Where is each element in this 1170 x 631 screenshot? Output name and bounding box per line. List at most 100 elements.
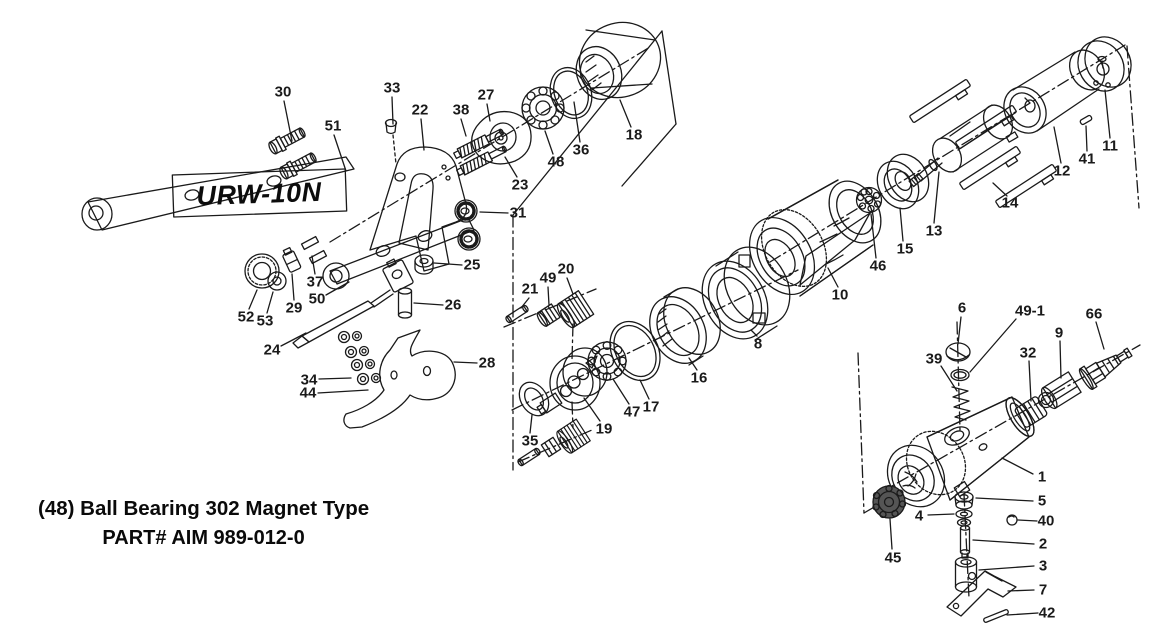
leader-line-51 <box>333 134 347 172</box>
part-label-9: 9 <box>1055 325 1063 342</box>
part-hex-bolts-30 <box>266 124 320 182</box>
leader-line-53 <box>266 291 274 314</box>
part-end-disc-11 <box>1077 36 1132 92</box>
leader-line-11 <box>1104 89 1111 139</box>
part-gear-20 <box>553 290 595 331</box>
part-label-45: 45 <box>885 550 902 567</box>
leader-line-26 <box>413 302 444 306</box>
part-knurled-wheel-52-53 <box>244 253 287 291</box>
part-label-11: 11 <box>1102 138 1118 155</box>
part-washer-35 <box>518 381 550 417</box>
leader-line-37 <box>311 255 316 275</box>
leader-line-50 <box>325 281 350 296</box>
part-cylinder-12 <box>1003 49 1106 143</box>
leader-line-40 <box>1017 519 1038 522</box>
leader-line-29 <box>291 273 295 301</box>
leader-line-36 <box>573 101 581 143</box>
part-o-ring-36 <box>549 66 593 120</box>
part-label-44: 44 <box>300 385 317 402</box>
leader-line-9 <box>1059 340 1062 379</box>
part-label-7: 7 <box>1039 582 1047 599</box>
leader-line-41 <box>1085 125 1088 152</box>
leader-line-52 <box>248 289 258 310</box>
leader-line-15 <box>899 207 904 242</box>
part-label-23: 23 <box>512 177 529 194</box>
part-label-37: 37 <box>307 274 324 291</box>
part-nut-25 <box>414 254 434 275</box>
part-label-8: 8 <box>754 336 762 353</box>
leader-line-5 <box>975 497 1034 502</box>
leader-line-14 <box>992 182 1008 197</box>
part-flange-nuts-31 <box>454 199 481 251</box>
part-label-21: 21 <box>522 281 539 298</box>
leader-line-21 <box>520 297 530 309</box>
part-nose-cap-18 <box>575 21 662 101</box>
part-label-28: 28 <box>479 355 496 372</box>
leader-line-44 <box>317 389 369 394</box>
part-label-34: 34 <box>301 372 318 389</box>
leader-line-20 <box>566 277 574 295</box>
leader-line-49 <box>547 286 550 306</box>
part-ball-bearing-45 <box>872 484 907 519</box>
part-label-10: 10 <box>832 287 849 304</box>
leader-line-28 <box>453 361 478 364</box>
part-rotor-vanes-14 <box>908 78 1061 213</box>
part-label-29: 29 <box>286 300 303 317</box>
part-label-12: 12 <box>1054 163 1071 180</box>
part-label-52: 52 <box>238 309 255 326</box>
part-ball-bearing-48 <box>521 86 565 130</box>
part-label-32: 32 <box>1020 345 1037 362</box>
part-thread-sleeve-16 <box>649 287 721 366</box>
part-springs-38 <box>441 126 509 181</box>
part-label-35: 35 <box>522 433 539 450</box>
leader-line-31 <box>479 211 509 214</box>
leader-line-6 <box>957 316 962 345</box>
part-label-18: 18 <box>626 127 643 144</box>
part-label-27: 27 <box>478 87 495 104</box>
part-gear-carrier-19 <box>536 347 608 415</box>
part-label-40: 40 <box>1038 513 1055 530</box>
part-washers-4 <box>955 509 973 527</box>
leader-lines <box>248 89 1111 616</box>
annotation-line-1: (48) Ball Bearing 302 Magnet Type <box>38 497 370 520</box>
part-valve-cylinder-3 <box>954 556 978 593</box>
leader-line-46 <box>870 213 877 259</box>
model-plate-frame <box>171 168 348 218</box>
leader-line-17 <box>639 379 650 400</box>
leader-line-45 <box>889 518 893 550</box>
part-motor-housing-10 <box>748 179 882 297</box>
leader-line-27 <box>486 103 491 122</box>
part-hose-fitting-66 <box>1078 347 1133 391</box>
leader-line-38 <box>460 118 467 137</box>
part-label-24: 24 <box>264 342 281 359</box>
leader-line-4 <box>927 513 955 516</box>
leader-line-30 <box>283 100 293 142</box>
part-throttle-lever-7 <box>946 570 1017 617</box>
leader-line-23 <box>504 156 518 178</box>
part-ball-bearing-46 <box>855 186 883 214</box>
leader-line-10 <box>827 267 839 288</box>
part-lower-gear-set <box>516 418 591 468</box>
part-label-53: 53 <box>257 313 274 330</box>
part-roll-pins-37 <box>300 235 328 265</box>
part-label-22: 22 <box>412 102 429 119</box>
part-valve-cap-5 <box>954 491 974 510</box>
part-label-51: 51 <box>325 118 342 135</box>
part-pinion-49 <box>534 303 561 329</box>
leader-line-12 <box>1053 126 1062 164</box>
part-label-39: 39 <box>926 351 943 368</box>
part-label-31: 31 <box>510 205 527 222</box>
part-label-2: 2 <box>1039 536 1047 553</box>
part-valve-stem-2 <box>959 525 971 559</box>
leader-line-13 <box>933 171 940 224</box>
leader-line-2 <box>972 539 1035 545</box>
part-label-15: 15 <box>897 241 914 258</box>
part-label-3: 3 <box>1039 558 1047 575</box>
part-label-66: 66 <box>1086 306 1103 323</box>
leader-line-66 <box>1095 321 1105 350</box>
part-lever-pin-42 <box>983 609 1009 623</box>
part-label-49-1: 49-1 <box>1015 303 1045 320</box>
part-label-49: 49 <box>540 270 557 287</box>
part-label-13: 13 <box>926 223 943 240</box>
